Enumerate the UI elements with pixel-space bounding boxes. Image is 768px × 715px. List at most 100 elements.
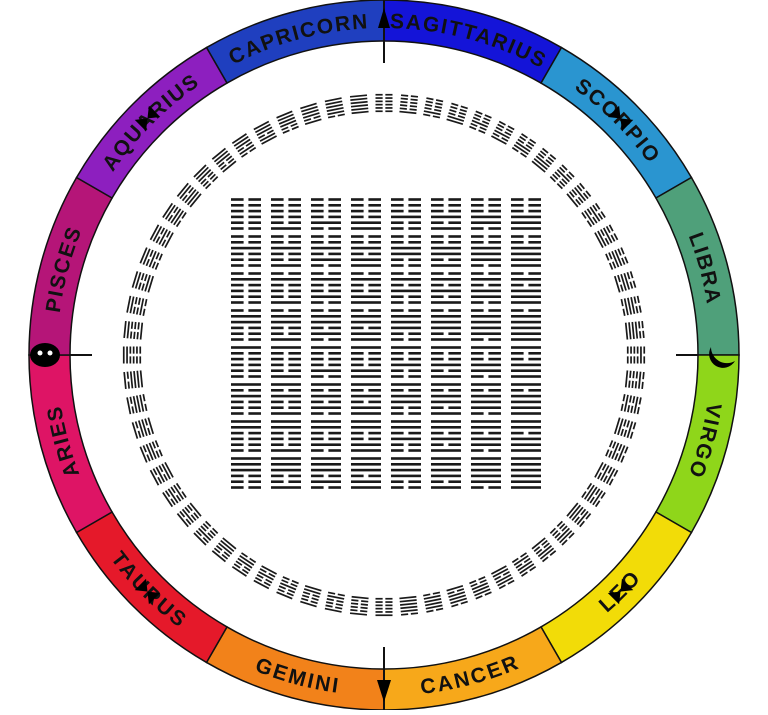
square-hexagram	[311, 383, 341, 415]
ring-hexagram	[276, 576, 299, 600]
ring-hexagram	[324, 97, 345, 119]
square-hexagram	[231, 198, 261, 230]
square-hexagram	[351, 198, 381, 230]
ring-hexagram	[446, 584, 468, 608]
ring-hexagram	[123, 320, 144, 340]
square-hexagram	[271, 346, 301, 378]
square-hexagram	[231, 383, 261, 415]
ring-hexagram	[566, 502, 592, 528]
ring-hexagram	[613, 417, 637, 439]
ring-hexagram	[423, 591, 444, 613]
square-hexagram	[351, 457, 381, 489]
square-hexagram	[311, 272, 341, 304]
ring-hexagram	[276, 110, 299, 134]
ring-hexagram	[605, 247, 629, 270]
ring-hexagram	[549, 520, 575, 546]
ring-hexagram	[469, 110, 492, 134]
ring-hexagram	[626, 346, 646, 364]
bowtie-marker-icon	[134, 105, 161, 132]
cross-markers	[30, 0, 735, 710]
ring-hexagram	[253, 565, 277, 590]
square-hexagram	[391, 420, 421, 452]
square-hexagram	[431, 383, 461, 415]
head-icon-eye	[37, 350, 43, 356]
zodiac-label-aquarius: AQUARIUS	[98, 69, 204, 175]
ring-hexagram	[253, 120, 277, 145]
crescent-icon	[709, 347, 735, 368]
zodiac-segment-aquarius	[75, 46, 229, 200]
square-hexagram	[231, 309, 261, 341]
north-arrow-icon	[378, 8, 390, 28]
ring-hexagram	[446, 102, 468, 126]
ring-hexagram	[211, 147, 237, 173]
square-hexagram	[471, 272, 501, 304]
square-hexagram	[311, 235, 341, 267]
ring-hexagram	[511, 552, 537, 577]
ring-hexagram	[613, 271, 637, 293]
square-hexagram	[511, 346, 541, 378]
square-hexagram	[271, 383, 301, 415]
square-hexagram	[391, 272, 421, 304]
ring-hexagram	[491, 565, 515, 590]
square-hexagram	[351, 272, 381, 304]
ring-hexagram	[149, 224, 174, 248]
ring-hexagram	[139, 440, 163, 463]
ring-hexagram	[375, 597, 393, 617]
square-hexagram	[271, 198, 301, 230]
square-hexagram	[431, 235, 461, 267]
bowtie-marker-icon	[607, 105, 634, 132]
square-hexagram	[431, 346, 461, 378]
south-arrow-icon	[377, 680, 391, 702]
ring-hexagram	[231, 133, 257, 158]
ring-hexagram	[349, 94, 369, 115]
square-hexagram	[351, 346, 381, 378]
square-hexagram	[471, 457, 501, 489]
ring-hexagram	[605, 440, 629, 463]
ring-hexagram	[300, 102, 322, 126]
square-hexagram	[471, 309, 501, 341]
ring-hexagram	[624, 370, 645, 390]
ring-hexagram	[176, 182, 202, 208]
bowtie-marker-icon	[607, 578, 634, 605]
square-hexagram	[471, 346, 501, 378]
square-hexagram	[311, 457, 341, 489]
head-icon-eye	[47, 350, 53, 356]
ring-hexagram	[566, 182, 592, 208]
square-hexagram	[271, 309, 301, 341]
ring-hexagram	[549, 164, 575, 190]
square-hexagram	[431, 420, 461, 452]
square-hexagram	[471, 383, 501, 415]
ring-hexagram	[491, 120, 515, 145]
square-hexagram	[511, 272, 541, 304]
square-hexagram	[311, 346, 341, 378]
ring-hexagram	[162, 482, 187, 508]
ring-hexagram	[126, 394, 148, 415]
square-hexagram	[391, 383, 421, 415]
ring-hexagram	[581, 202, 606, 228]
square-hexagram	[431, 272, 461, 304]
square-hexagram	[471, 420, 501, 452]
square-hexagram	[431, 198, 461, 230]
ring-hexagram	[211, 537, 237, 563]
square-hexagram	[391, 198, 421, 230]
square-hexagram	[511, 198, 541, 230]
square-hexagram	[431, 457, 461, 489]
square-hexagram	[311, 420, 341, 452]
square-hexagram	[271, 457, 301, 489]
ring-hexagram	[620, 394, 642, 415]
square-hexagram	[271, 235, 301, 267]
square-hexagram	[511, 420, 541, 452]
square-hexagram	[231, 272, 261, 304]
square-hexagram	[231, 235, 261, 267]
head-icon	[30, 343, 60, 367]
ring-hexagram	[131, 417, 155, 439]
ring-hexagram	[123, 370, 144, 390]
square-hexagram	[351, 420, 381, 452]
square-hexagram	[391, 457, 421, 489]
square-hexagram	[271, 272, 301, 304]
square-hexagram	[431, 309, 461, 341]
ring-hexagram	[300, 584, 322, 608]
ring-hexagram	[231, 552, 257, 577]
ring-hexagram	[375, 93, 393, 113]
